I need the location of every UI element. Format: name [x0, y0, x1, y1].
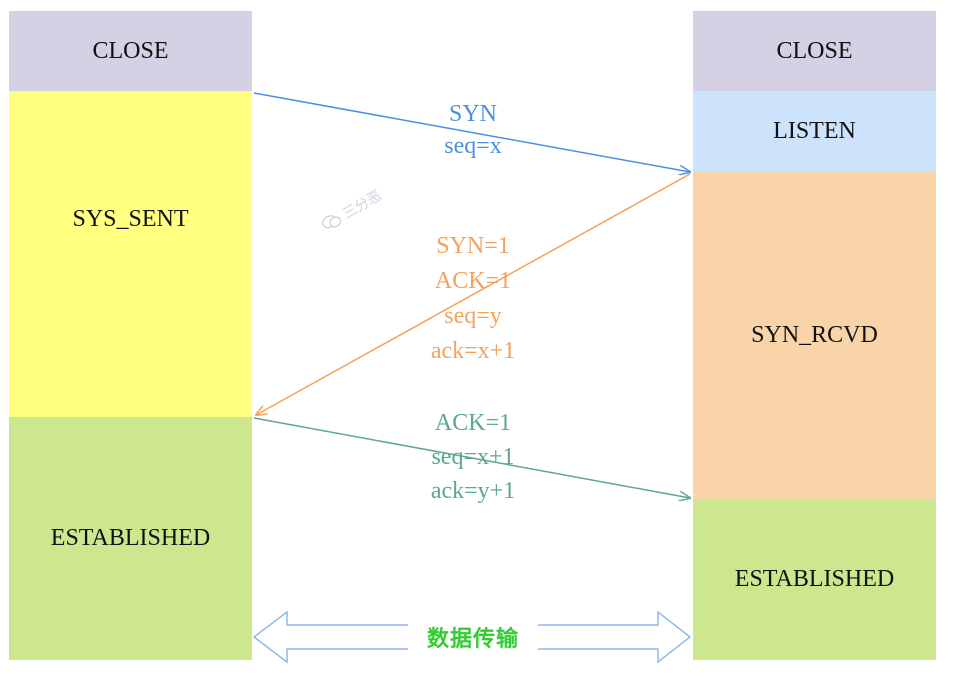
syn-ack-arrow	[256, 173, 691, 415]
syn-ack-label: SYN=1 ACK=1 seq=y ack=x+1	[373, 229, 573, 369]
server-syn-rcvd-label: SYN_RCVD	[751, 322, 878, 348]
client-sys-sent-label: SYS_SENT	[72, 205, 189, 232]
client-established-state: ESTABLISHED	[9, 417, 252, 660]
server-close-label: CLOSE	[776, 37, 853, 64]
syn-label: SYN seq=x	[373, 98, 573, 162]
ack-flag: ACK=1	[434, 410, 512, 436]
ack-ack: ack=y+1	[430, 478, 516, 504]
ack-seq: seq=x+1	[431, 444, 515, 470]
client-close-state: CLOSE	[9, 11, 252, 91]
syn-ack-seq: seq=y	[444, 303, 502, 329]
ack-arrow	[253, 417, 690, 498]
syn-seq: seq=x	[444, 133, 502, 159]
data-transfer-label: 数据传输	[408, 617, 538, 657]
syn-ack-flag-syn: SYN=1	[436, 233, 510, 259]
watermark: 三分恶	[318, 185, 385, 235]
client-sys-sent-state: SYS_SENT	[9, 91, 252, 417]
client-established-label: ESTABLISHED	[50, 525, 211, 551]
server-close-state: CLOSE	[693, 11, 936, 91]
syn-ack-ack: ack=x+1	[430, 338, 516, 364]
server-listen-label: LISTEN	[773, 118, 856, 144]
wechat-icon	[322, 215, 342, 229]
server-syn-rcvd-state: SYN_RCVD	[693, 172, 936, 499]
server-listen-state: LISTEN	[693, 91, 936, 172]
syn-ack-flag-ack: ACK=1	[434, 268, 512, 294]
syn-flag: SYN	[448, 101, 497, 127]
ack-label: ACK=1 seq=x+1 ack=y+1	[373, 406, 573, 508]
client-close-label: CLOSE	[92, 37, 169, 64]
syn-arrow	[253, 92, 690, 172]
server-established-state: ESTABLISHED	[693, 499, 936, 660]
server-established-label: ESTABLISHED	[734, 566, 895, 592]
